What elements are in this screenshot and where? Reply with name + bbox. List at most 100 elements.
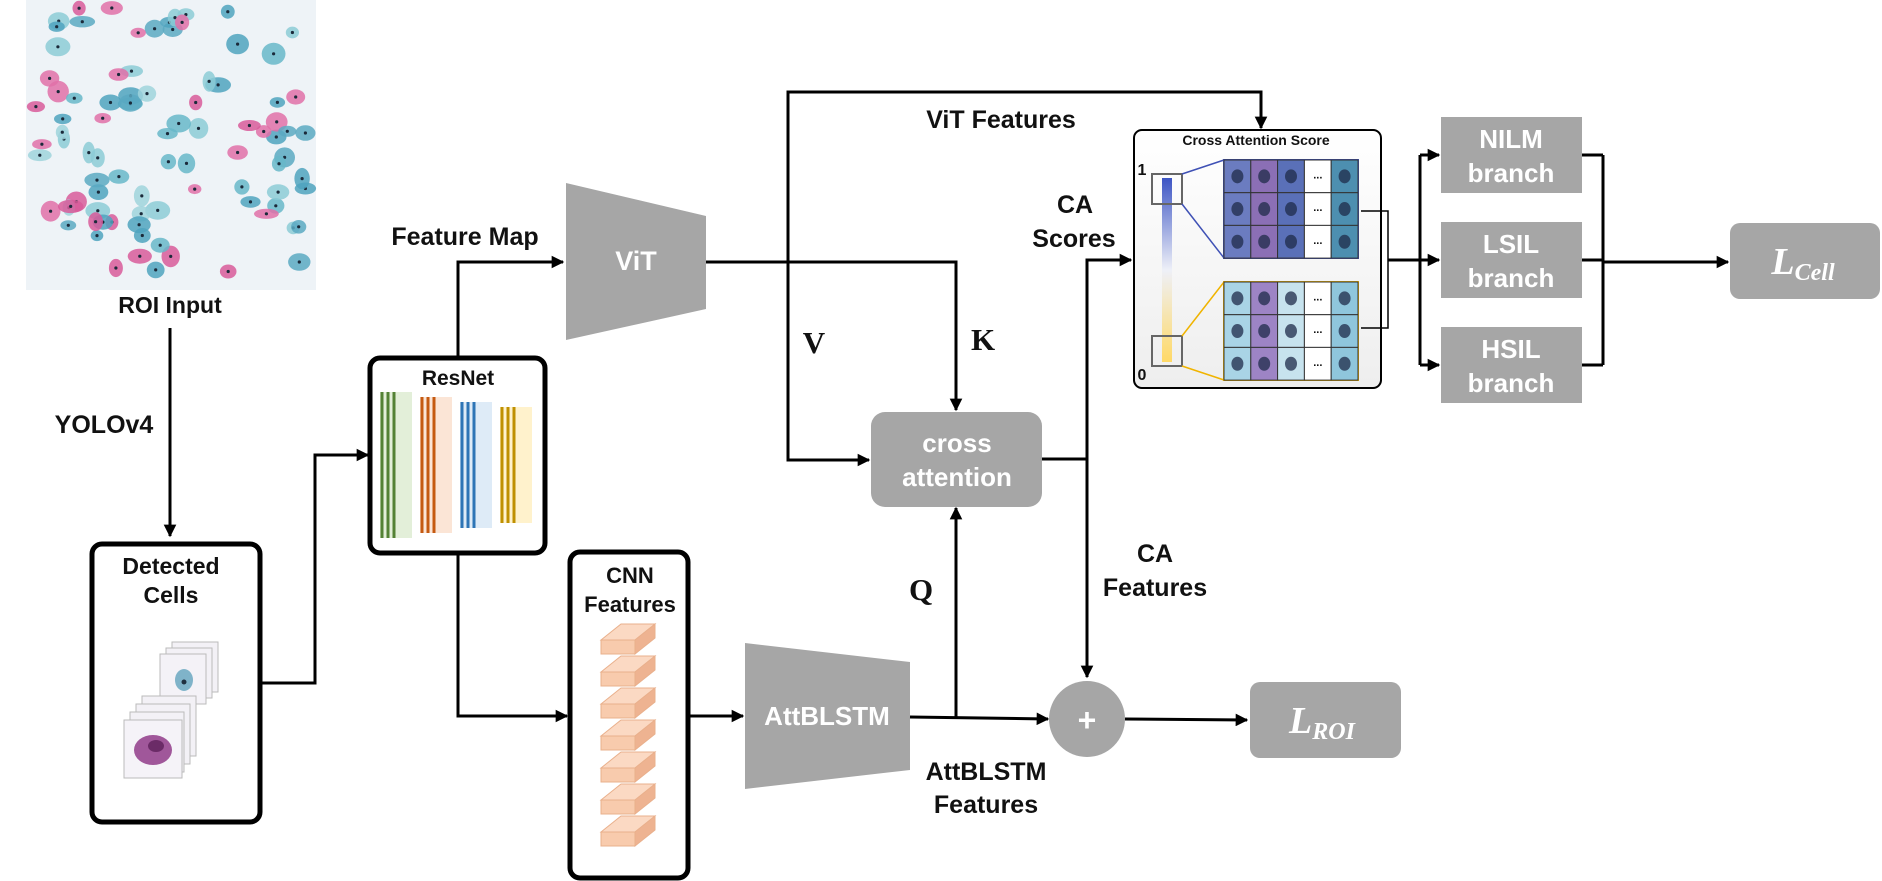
resnet-layer-band <box>380 392 412 538</box>
roi-cell-nucleus <box>94 220 98 224</box>
vit-block: ViT <box>566 183 706 340</box>
roi-cell-nucleus <box>72 96 76 100</box>
roi-cell-nucleus <box>165 132 170 136</box>
roi-cell-nucleus <box>166 160 170 164</box>
cells-to-resnet-arrow <box>260 448 370 685</box>
lsil-branch-line1: LSIL <box>1483 229 1539 259</box>
roi-cell-nucleus <box>40 142 44 146</box>
cnn-features-label-line2: Features <box>584 592 676 617</box>
roi-cell-nucleus <box>136 31 140 35</box>
cnn-block-side <box>634 654 656 688</box>
grid-ellipsis: ... <box>1313 291 1322 303</box>
cross-attention-score-title: Cross Attention Score <box>1182 132 1329 148</box>
roi-cell-nucleus <box>48 76 52 80</box>
ca-scores-arrow <box>1085 253 1133 459</box>
roi-input-image <box>26 0 317 290</box>
low-zoom-line-bottom <box>1181 365 1225 381</box>
grid-ellipsis: ... <box>1313 357 1322 369</box>
loss-roi-subscript: ROI <box>1311 719 1356 745</box>
roi-cell-nucleus <box>294 95 298 99</box>
roi-cell-nucleus <box>69 204 73 208</box>
grid-cell-nucleus <box>1231 356 1244 371</box>
roi-cell-nucleus <box>95 178 99 182</box>
high-zoom-line-bottom <box>1181 203 1225 259</box>
roi-cell-nucleus <box>173 16 177 20</box>
roi-cell-nucleus <box>156 208 160 212</box>
grid-cell-nucleus <box>1258 291 1271 306</box>
attblstm-block: AttBLSTM <box>745 643 910 789</box>
roi-cell-nucleus <box>277 162 281 166</box>
roi-cell-nucleus <box>297 225 301 229</box>
roi-cell-nucleus <box>262 129 266 134</box>
roi-cell-nucleus <box>140 233 144 238</box>
grid-ellipsis: ... <box>1313 235 1322 247</box>
roi-cell-nucleus <box>177 121 181 126</box>
grid-cell-nucleus <box>1231 169 1244 184</box>
roi-cell-nucleus <box>226 10 230 14</box>
attention-color-scale <box>1162 178 1172 362</box>
roi-cell-nucleus <box>95 234 99 238</box>
grid-cell-nucleus <box>1285 234 1297 249</box>
cnn-block-side <box>634 718 656 752</box>
grid-ellipsis: ... <box>1313 202 1322 214</box>
roi-cell-nucleus <box>34 105 38 109</box>
grid-cell-nucleus <box>1231 291 1244 306</box>
v-to-cross-attention-arrow <box>786 262 871 467</box>
roi-cell-nucleus <box>247 123 251 128</box>
roi-cell-nucleus <box>108 100 113 105</box>
roi-cell-nucleus <box>96 209 100 213</box>
roi-cell-nucleus <box>129 69 134 73</box>
cnn-block-front <box>600 735 636 751</box>
attblstm-features-line1: AttBLSTM <box>926 758 1047 786</box>
grid-ellipsis-cell <box>1303 159 1332 194</box>
high-attention-cell-grid: ......... <box>1223 159 1359 259</box>
loss-roi-box: LROI <box>1250 682 1401 758</box>
detected-cells-box: Detected Cells <box>89 541 263 825</box>
cnn-block-front <box>600 799 636 815</box>
roi-cell-nucleus <box>236 150 240 155</box>
grid-ellipsis-cell <box>1303 314 1332 348</box>
fusion-node: + <box>1049 681 1125 757</box>
cell-crop-stack-top <box>159 641 219 705</box>
resnet-layer-band <box>500 407 532 523</box>
roi-cell-nucleus <box>137 223 141 227</box>
roi-cell-nucleus <box>153 27 157 31</box>
grid-cell-nucleus <box>1285 324 1297 339</box>
q-label: Q <box>909 572 933 607</box>
grid-cell-nucleus <box>1285 291 1297 306</box>
grid-cell-nucleus <box>1338 202 1351 217</box>
roi-cell-nucleus <box>226 269 230 274</box>
roi-cell-nucleus <box>275 100 279 104</box>
cnn-block-front <box>600 767 636 783</box>
roi-cell-nucleus <box>117 175 121 179</box>
hsil-branch-line2: branch <box>1468 368 1555 398</box>
cross-attention-label-line1: cross <box>922 428 991 458</box>
ca-scores-label-line2: Scores <box>1032 225 1115 253</box>
yolo-label: YOLOv4 <box>55 411 154 439</box>
vit-features-label: ViT Features <box>926 106 1076 134</box>
resnet-block: ResNet <box>367 355 548 556</box>
high-zoom-line-top <box>1181 159 1225 175</box>
roi-cell-nucleus <box>66 223 70 227</box>
grid-ellipsis: ... <box>1313 324 1322 336</box>
feature-map-label: Feature Map <box>391 223 538 251</box>
resnet-label: ResNet <box>422 367 494 390</box>
cell-crop-stack-bottom <box>123 695 197 779</box>
vit-features-to-score-arrow <box>786 90 1268 262</box>
roi-cell-nucleus <box>128 101 132 105</box>
grid-bracket <box>1361 210 1389 329</box>
roi-cell-nucleus <box>303 131 307 135</box>
grid-cell-nucleus <box>1338 356 1351 371</box>
roi-cell-nucleus <box>264 212 268 216</box>
svg-text:LROI: LROI <box>1288 700 1357 745</box>
cnn-block-front <box>600 831 636 847</box>
roi-cell-nucleus <box>290 30 294 35</box>
ca-features-label-line1: CA <box>1137 540 1173 568</box>
roi-cell-nucleus <box>117 72 121 77</box>
grid-cell-nucleus <box>1338 234 1351 249</box>
grid-cell-nucleus <box>1285 169 1297 184</box>
resnet-to-cnn-arrow <box>456 553 569 723</box>
roi-cell-nucleus <box>140 194 144 198</box>
grid-ellipsis-cell <box>1303 281 1332 316</box>
grid-cell-nucleus <box>1338 169 1351 184</box>
